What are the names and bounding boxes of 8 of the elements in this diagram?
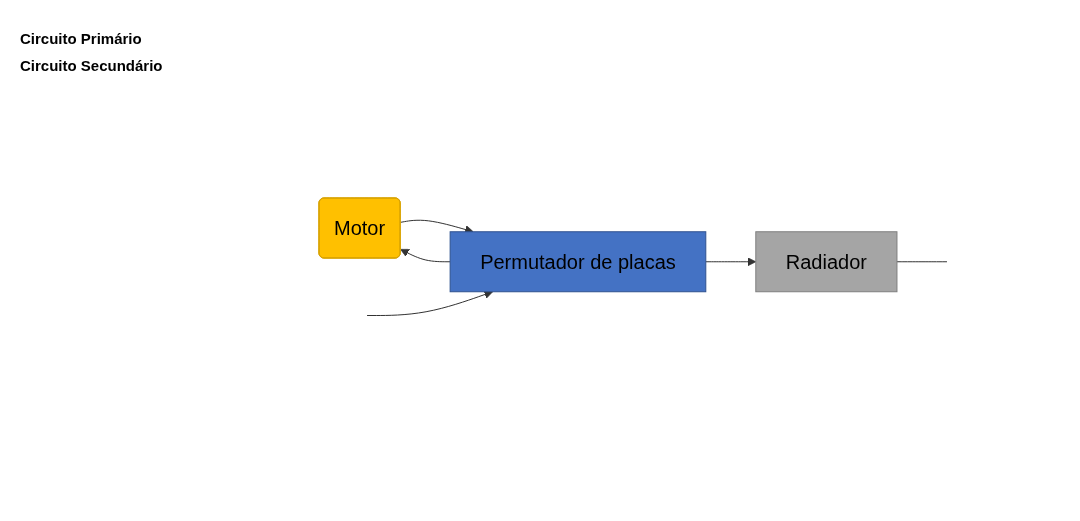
arrow [399,249,451,263]
circuit-label: Circuito Primário [20,30,143,47]
arrow [366,290,493,316]
connector [896,261,947,263]
arrow [704,257,756,267]
circuit-label: Circuito Secundário [20,57,164,74]
node-box: Radiador [754,231,897,293]
node-box: Permutador de placas [449,231,706,293]
